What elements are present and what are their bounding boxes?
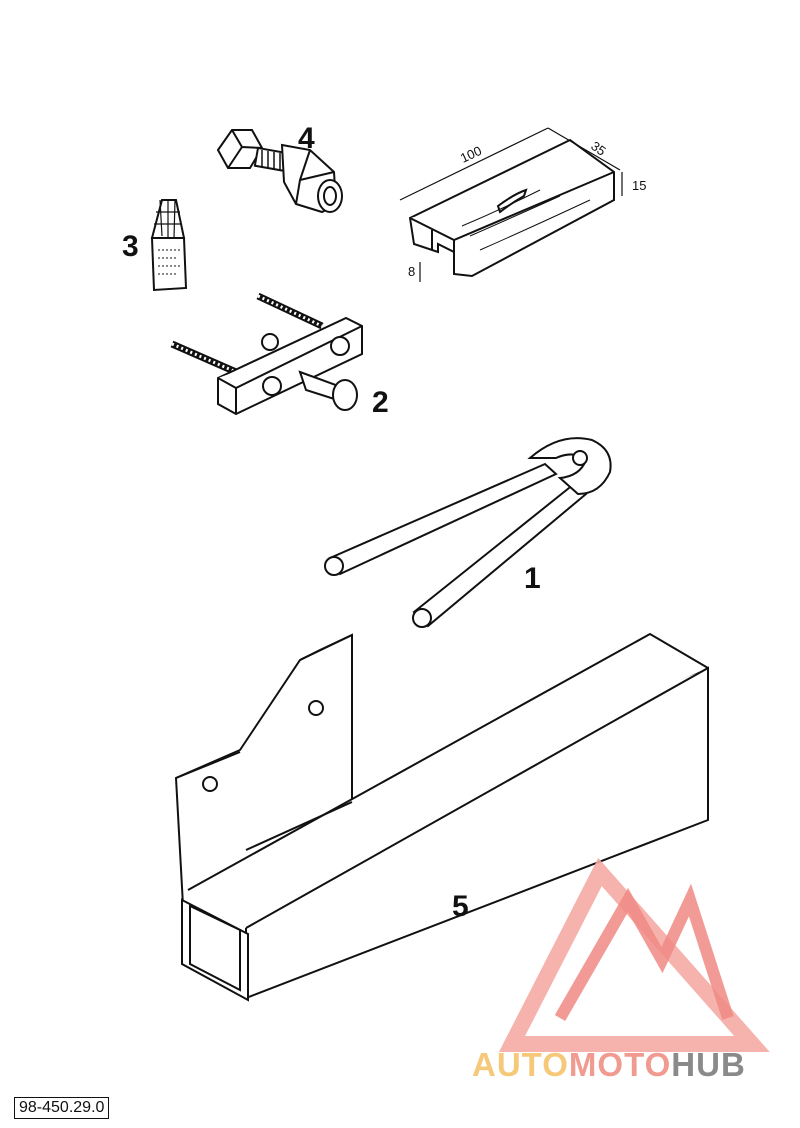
tool-5-stand <box>174 632 709 1002</box>
dim-width: 35 <box>588 138 608 159</box>
callout-2: 2 <box>372 386 389 419</box>
callout-1: 1 <box>524 562 541 595</box>
tool-4-adapter <box>216 129 343 214</box>
tool-3-tube <box>150 199 188 292</box>
figure-reference: 98-450.29.0 <box>14 1097 110 1119</box>
callout-4: 4 <box>298 122 315 155</box>
watermark-auto: AUTO <box>472 1046 569 1083</box>
dim-height: 15 <box>632 178 646 193</box>
watermark-logo <box>498 857 770 1052</box>
tool-2-puller <box>170 292 363 416</box>
wooden-block <box>399 127 623 282</box>
dim-slot: 8 <box>408 264 415 279</box>
tool-1-hook-wrench <box>324 437 612 628</box>
watermark-hub: HUB <box>671 1046 746 1083</box>
callout-3: 3 <box>122 230 139 263</box>
watermark-text: AUTOMOTOHUB <box>472 1046 746 1083</box>
callout-5: 5 <box>452 890 469 923</box>
dim-length: 100 <box>458 143 484 166</box>
watermark-moto: MOTO <box>569 1046 671 1083</box>
